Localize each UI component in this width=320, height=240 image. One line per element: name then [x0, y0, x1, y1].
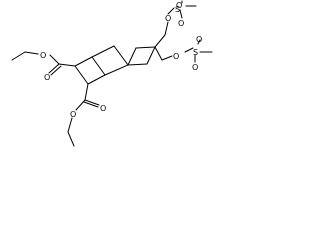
bond	[50, 65, 62, 76]
bond	[84, 83, 89, 101]
bond	[179, 9, 183, 19]
bond	[58, 63, 76, 67]
bond	[11, 51, 26, 61]
bond	[135, 46, 156, 49]
bond	[48, 63, 60, 74]
bond	[154, 46, 163, 61]
structure-diagram: O O O O O S O O O S O O	[11, 0, 213, 147]
bond	[75, 99, 86, 111]
oxygen-label: O	[100, 104, 106, 113]
bond	[49, 54, 60, 65]
bond	[104, 64, 129, 76]
bond	[154, 34, 166, 48]
oxygen-label: O	[192, 63, 198, 72]
bond	[146, 46, 156, 65]
bond	[197, 39, 201, 45]
bond	[67, 117, 73, 133]
oxygen-label: O	[196, 35, 202, 44]
bonds	[11, 0, 213, 147]
bond	[24, 51, 39, 55]
oxygen-label: O	[44, 73, 50, 82]
bond	[184, 47, 194, 53]
bond	[167, 7, 175, 15]
bond	[91, 45, 115, 58]
bond	[74, 65, 89, 85]
bond	[164, 21, 169, 36]
bond	[91, 56, 106, 76]
oxygen-label: O	[178, 19, 184, 28]
bond	[87, 74, 106, 85]
oxygen-label: O	[70, 110, 76, 119]
bond	[113, 45, 129, 66]
atom-labels: O O O O O S O O O S O O	[40, 1, 202, 119]
bond	[74, 56, 93, 67]
bond	[161, 55, 173, 61]
sulfur-label: S	[193, 48, 198, 57]
bond	[127, 63, 148, 66]
sulfur-label: S	[175, 5, 180, 14]
oxygen-label: O	[173, 52, 179, 61]
bond	[83, 101, 99, 108]
oxygen-label: O	[165, 14, 171, 23]
bond	[84, 99, 100, 106]
oxygen-label: O	[40, 51, 46, 60]
bond	[127, 47, 137, 66]
oxygen-label: O	[176, 1, 182, 10]
bond	[67, 131, 75, 147]
